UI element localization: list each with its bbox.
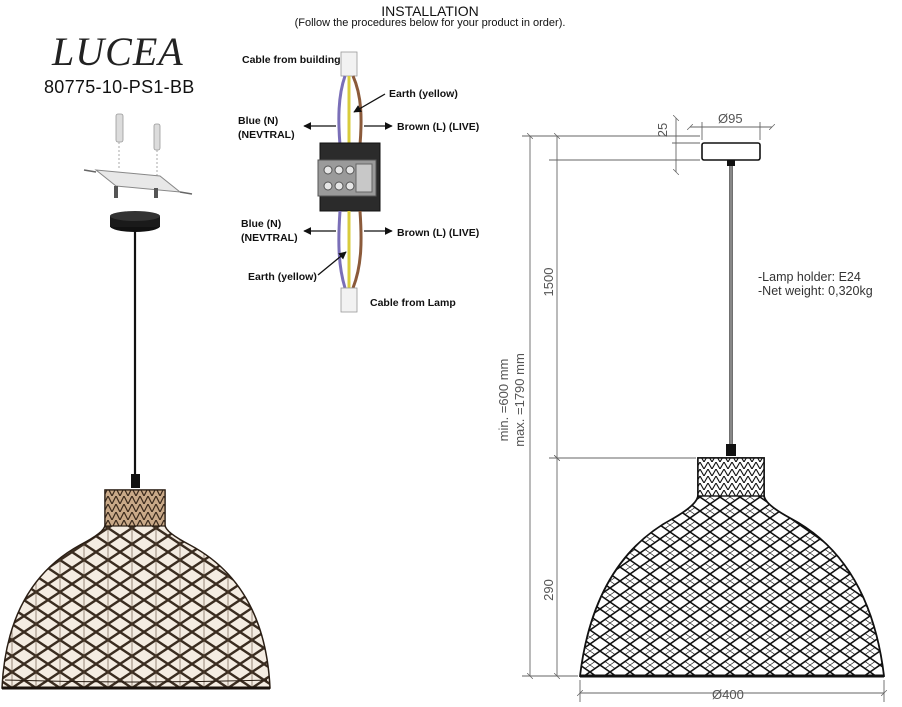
spec-lamp-holder: -Lamp holder: E24	[758, 270, 861, 284]
dim-range-max: max. =1790 mm	[512, 353, 527, 447]
drawing-canopy	[701, 142, 761, 161]
spec-net-weight: -Net weight: 0,320kg	[758, 284, 873, 298]
terminal-block	[317, 142, 381, 212]
label-brown-bottom: Brown (L) (LIVE)	[397, 227, 480, 239]
dim-cable-length: 1500	[541, 268, 556, 297]
photo-lamp-holder	[131, 474, 140, 488]
wire-blue-bottom	[337, 210, 347, 289]
label-blue-top-2: (NEVTRAL)	[238, 129, 295, 141]
dimension-texts: Ø95 25 1500 min. =600 mm max. =1790 mm 2…	[496, 111, 744, 702]
dim-canopy-diameter: Ø95	[718, 111, 743, 126]
photo-canopy	[110, 211, 160, 232]
wire-blue-top	[337, 75, 347, 146]
dim-range-min: min. =600 mm	[496, 359, 511, 442]
technical-drawing: Ø95 25 1500 min. =600 mm max. =1790 mm 2…	[496, 111, 884, 702]
wiring-diagram	[303, 51, 393, 313]
photo-lamp-shade	[1, 489, 271, 690]
brand-logo: LUCEA	[52, 29, 184, 74]
installation-subtitle: (Follow the procedures below for your pr…	[294, 17, 566, 29]
dim-shade-height: 290	[541, 579, 556, 601]
building-cable-sheath	[340, 51, 358, 77]
dimension-lines	[522, 118, 884, 702]
label-brown-top: Brown (L) (LIVE)	[397, 121, 480, 133]
label-cable-from-building: Cable from building	[242, 54, 341, 66]
label-earth-bottom: Earth (yellow)	[248, 271, 317, 283]
ceiling-mount-hardware	[83, 113, 193, 198]
dim-canopy-height: 25	[655, 123, 670, 137]
label-blue-bottom-1: Blue (N)	[241, 218, 282, 230]
dim-shade-diameter: Ø400	[712, 687, 744, 702]
label-earth-top: Earth (yellow)	[389, 88, 458, 100]
installation-title: INSTALLATION	[381, 3, 479, 19]
wire-brown-bottom	[351, 210, 363, 289]
label-blue-bottom-2: (NEVTRAL)	[241, 232, 298, 244]
label-blue-top-1: Blue (N)	[238, 115, 279, 127]
label-cable-from-lamp: Cable from Lamp	[370, 297, 456, 309]
lamp-cable-sheath	[340, 287, 358, 313]
product-code: 80775-10-PS1-BB	[44, 77, 195, 97]
